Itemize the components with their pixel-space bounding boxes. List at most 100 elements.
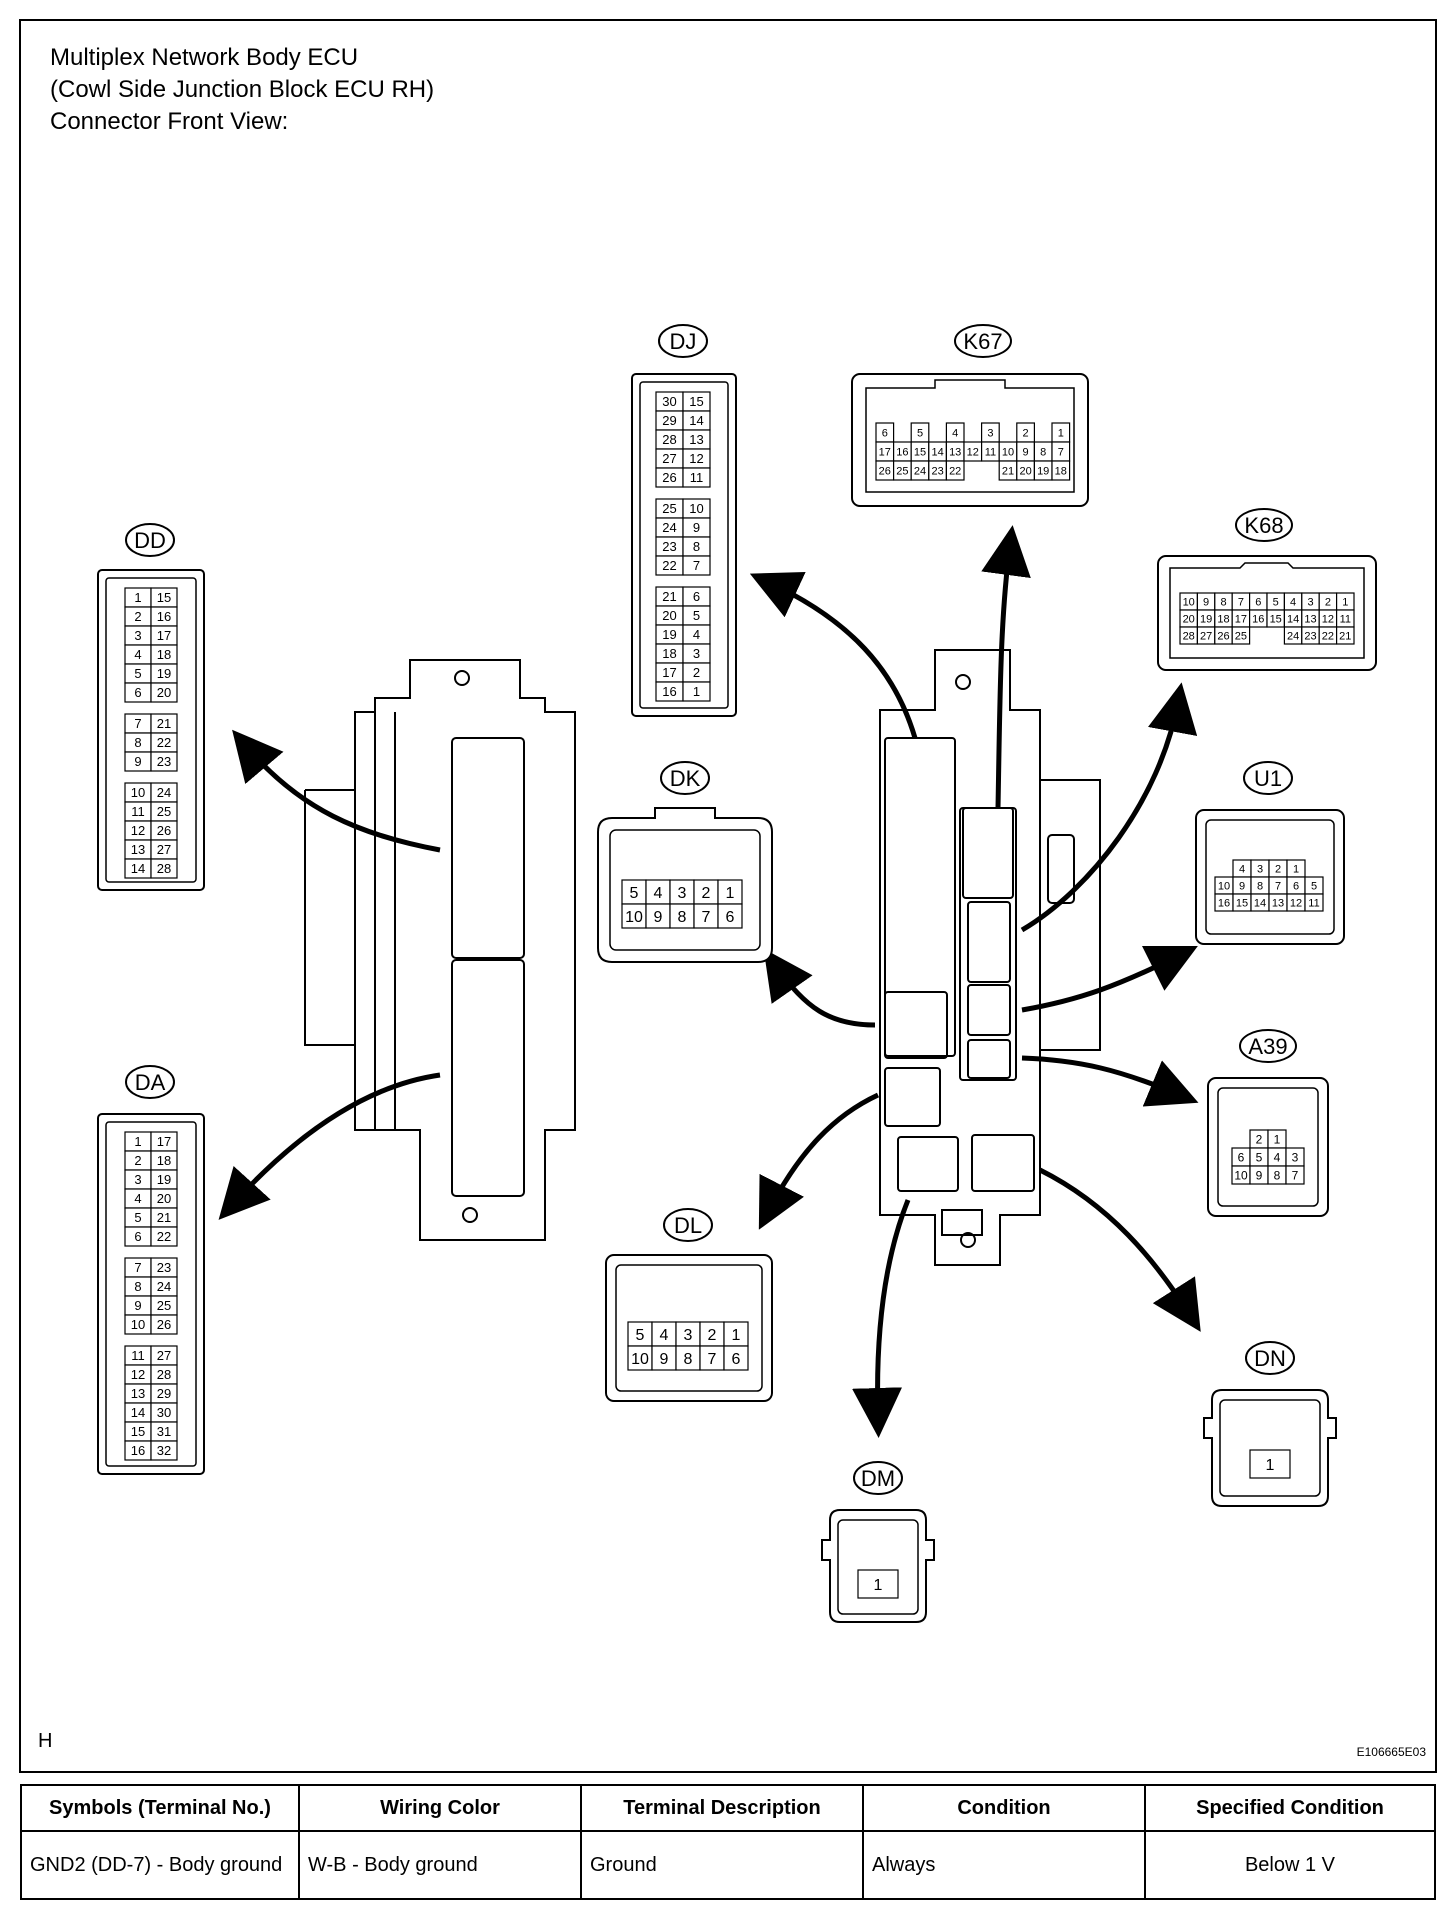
pin-number: 11 [985, 446, 996, 458]
connector-DM: DM 1 [821, 1461, 935, 1623]
pin-number: 2 [1275, 863, 1281, 875]
pin-number: 19 [157, 666, 171, 681]
pin-number: 4 [1239, 863, 1245, 875]
pin-number: 14 [931, 446, 943, 458]
connector-DJ-label: DJ [670, 329, 697, 354]
title-line: Connector Front View: [50, 108, 289, 135]
corner-letter: H [38, 1730, 53, 1752]
pin-number: 7 [708, 1351, 717, 1368]
pin-number: 7 [1292, 1168, 1299, 1182]
table-cell: GND2 (DD-7) - Body ground [20, 1830, 300, 1900]
title-line: Multiplex Network Body ECU [50, 44, 359, 71]
pin-number: 25 [157, 804, 171, 819]
pin-number: 3 [693, 646, 700, 661]
pin-cell [150, 751, 178, 772]
pin-number: 7 [1275, 880, 1281, 892]
pin-number: 13 [689, 432, 703, 447]
pin-number: 10 [625, 909, 643, 926]
connector-DN: DN 1 [1203, 1341, 1337, 1507]
pin-number: 1 [732, 1327, 741, 1344]
connector-DK-label: DK [670, 766, 701, 791]
pin-number: 20 [157, 1191, 171, 1206]
pin-cell [627, 1321, 653, 1347]
pin-cell [1249, 1449, 1291, 1479]
pin-number: 9 [1256, 1168, 1263, 1182]
pin-number: 12 [689, 451, 703, 466]
pin-number: 28 [157, 861, 171, 876]
pin-number: 1 [1274, 1132, 1281, 1146]
pin-number: 18 [157, 1153, 171, 1168]
pin-number: 14 [1254, 897, 1266, 909]
pin-number: 6 [134, 685, 141, 700]
pin-cell [1285, 1165, 1305, 1185]
pin-number: 8 [678, 909, 687, 926]
pin-number: 7 [702, 909, 711, 926]
pin-number: 6 [732, 1351, 741, 1368]
pin-number: 4 [660, 1327, 669, 1344]
pin-number: 20 [1183, 613, 1195, 625]
pin-number: 26 [157, 1317, 171, 1332]
pin-number: 5 [1273, 596, 1279, 608]
pin-cell [723, 1345, 749, 1371]
pin-cell [150, 1314, 178, 1335]
pin-number: 21 [1339, 630, 1351, 642]
pin-number: 30 [662, 394, 676, 409]
table-header-row: Symbols (Terminal No.) Wiring Color Term… [20, 1784, 1436, 1832]
pin-number: 4 [952, 427, 958, 439]
pin-number: 17 [157, 628, 171, 643]
pin-cell [150, 1226, 178, 1247]
arrow-to-DK [763, 948, 876, 1028]
pin-number: 11 [131, 804, 145, 819]
pin-number: 2 [702, 885, 711, 902]
pin-number: 10 [1183, 596, 1195, 608]
pin-cell [682, 467, 711, 488]
pin-number: 15 [131, 1424, 145, 1439]
pin-number: 1 [874, 1577, 883, 1594]
pin-number: 26 [879, 465, 891, 477]
pin-cell [651, 1321, 677, 1347]
pin-number: 30 [157, 1405, 171, 1420]
pin-number: 1 [1293, 863, 1299, 875]
pin-number: 6 [693, 589, 700, 604]
pin-cell [717, 903, 743, 929]
pin-number: 28 [662, 432, 676, 447]
pin-number: 16 [1218, 897, 1230, 909]
pin-number: 1 [134, 590, 141, 605]
table-cell: Ground [580, 1830, 864, 1900]
pin-number: 21 [157, 716, 171, 731]
arrow-to-DM [852, 1199, 911, 1438]
pin-number: 7 [693, 558, 700, 573]
pin-cell [682, 555, 711, 576]
pin-number: 24 [662, 520, 676, 535]
pin-cell [682, 681, 711, 702]
table-cell: Below 1 V [1144, 1830, 1436, 1900]
pin-number: 4 [1274, 1150, 1281, 1164]
figure-frame [19, 19, 1437, 1773]
pin-number: 12 [1322, 613, 1334, 625]
pin-number: 14 [689, 413, 703, 428]
pin-number: 4 [1290, 596, 1296, 608]
pin-number: 14 [131, 1405, 145, 1420]
pin-number: 1 [1342, 596, 1348, 608]
connector-K68-label: K68 [1244, 513, 1283, 538]
pin-number: 1 [726, 885, 735, 902]
pin-number: 28 [157, 1367, 171, 1382]
pin-number: 17 [879, 446, 891, 458]
pin-cell [150, 682, 178, 703]
table-cell: W-B - Body ground [298, 1830, 582, 1900]
pin-number: 3 [134, 628, 141, 643]
pin-number: 24 [157, 785, 171, 800]
pin-cell [717, 879, 743, 905]
pin-number: 3 [1307, 596, 1313, 608]
pin-cell [1231, 626, 1251, 645]
